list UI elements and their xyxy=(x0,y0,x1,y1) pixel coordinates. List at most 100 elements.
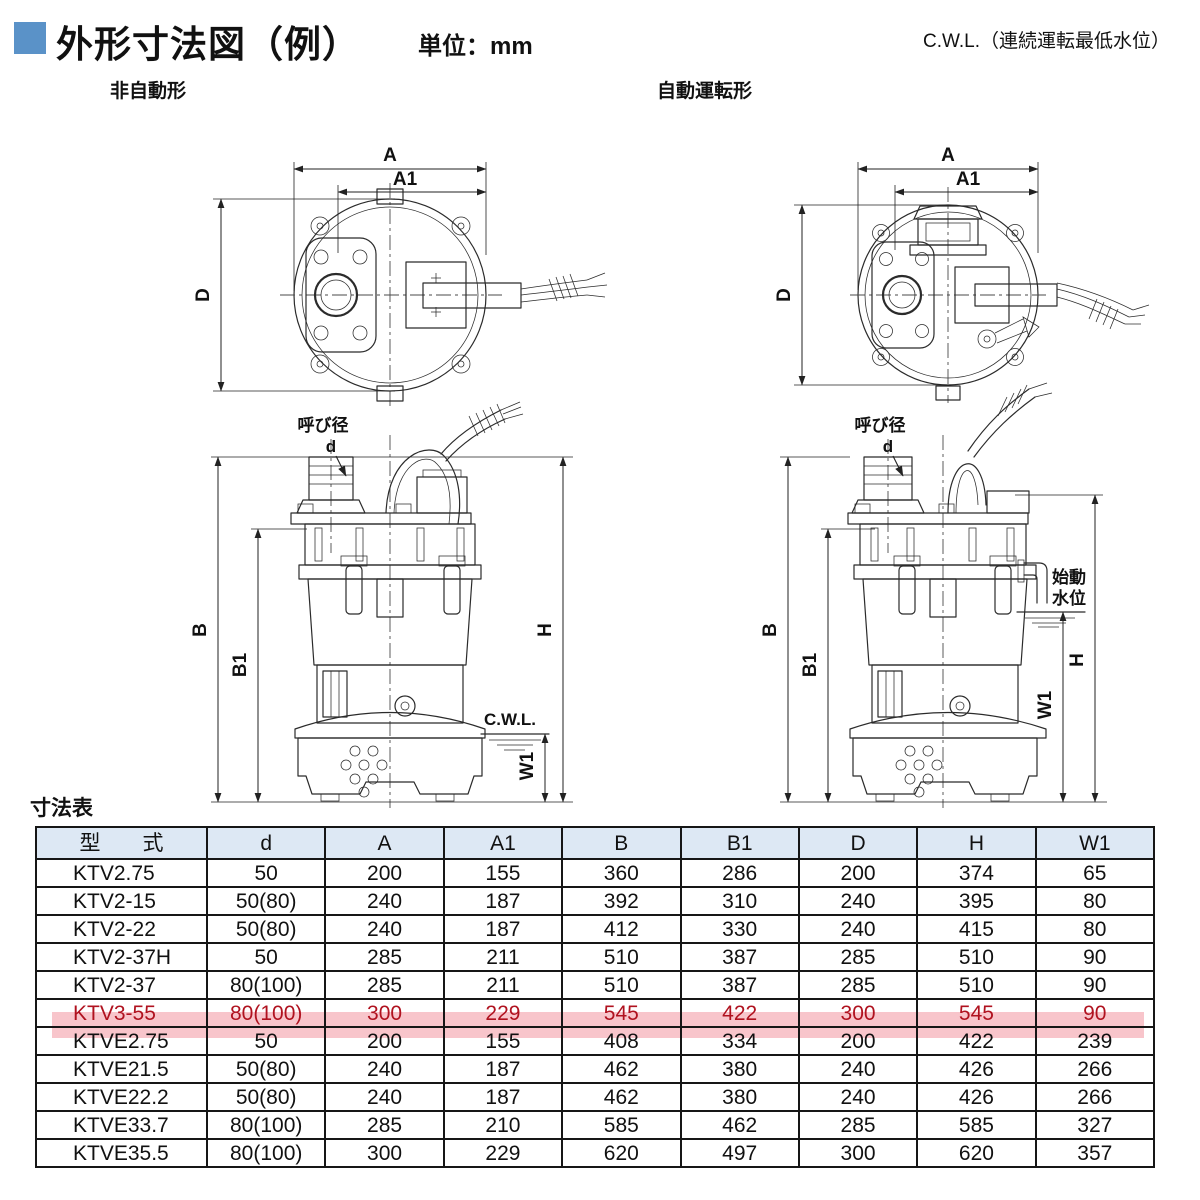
model-cell: KTVE33.7 xyxy=(35,1110,208,1140)
value-cell: 412 xyxy=(561,914,682,944)
value-cell: 229 xyxy=(442,1138,564,1168)
value-cell: 310 xyxy=(679,886,800,916)
value-cell: 155 xyxy=(442,1026,564,1056)
value-cell: 229 xyxy=(442,998,564,1028)
dim-label-h: H xyxy=(535,623,556,637)
bore-label: 呼び径 xyxy=(855,415,906,435)
value-cell: 300 xyxy=(797,998,919,1028)
value-cell: 187 xyxy=(442,1082,564,1112)
value-cell: 422 xyxy=(916,1026,1037,1056)
column-header: W1 xyxy=(1034,826,1156,860)
value-cell: 620 xyxy=(561,1138,682,1168)
start-level-label-1: 始動 xyxy=(1052,567,1086,587)
value-cell: 50 xyxy=(205,1026,327,1056)
value-cell: 360 xyxy=(561,858,682,888)
value-cell: 285 xyxy=(797,970,919,1000)
value-cell: 620 xyxy=(916,1138,1037,1168)
value-cell: 510 xyxy=(916,970,1037,1000)
value-cell: 422 xyxy=(679,998,800,1028)
column-header: D xyxy=(797,826,919,860)
value-cell: 462 xyxy=(679,1110,800,1140)
value-cell: 380 xyxy=(679,1082,800,1112)
dim-label-a1: A1 xyxy=(956,169,981,190)
value-cell: 510 xyxy=(561,970,682,1000)
value-cell: 387 xyxy=(679,942,800,972)
value-cell: 65 xyxy=(1034,858,1156,888)
value-cell: 211 xyxy=(442,970,564,1000)
dim-label-b1: B1 xyxy=(800,652,821,677)
value-cell: 285 xyxy=(797,1110,919,1140)
value-cell: 240 xyxy=(324,914,445,944)
value-cell: 240 xyxy=(324,1082,445,1112)
value-cell: 585 xyxy=(916,1110,1037,1140)
dim-label-h: H xyxy=(1067,653,1088,667)
model-cell: KTVE2.75 xyxy=(35,1026,208,1056)
value-cell: 510 xyxy=(916,942,1037,972)
strainer-holes xyxy=(895,745,943,798)
side-view: 呼び径 d B B1 H C.W.L. W1 xyxy=(190,401,573,808)
bore-dim-label: d xyxy=(326,437,336,456)
top-view: A A1 D xyxy=(193,145,608,407)
dim-label-a1: A1 xyxy=(393,169,418,190)
value-cell: 80 xyxy=(1034,886,1156,916)
dim-label-d: D xyxy=(193,288,214,302)
value-cell: 80 xyxy=(1034,914,1156,944)
dim-label-a: A xyxy=(383,145,397,166)
value-cell: 240 xyxy=(797,914,919,944)
dim-label-a: A xyxy=(941,145,955,166)
value-cell: 187 xyxy=(442,914,564,944)
value-cell: 240 xyxy=(324,886,445,916)
value-cell: 392 xyxy=(561,886,682,916)
value-cell: 327 xyxy=(1034,1110,1156,1140)
model-cell: KTVE22.2 xyxy=(35,1082,208,1112)
value-cell: 285 xyxy=(797,942,919,972)
automatic-label: 自動運転形 xyxy=(657,81,753,102)
column-header: A xyxy=(324,826,445,860)
value-cell: 200 xyxy=(324,1026,445,1056)
value-cell: 187 xyxy=(442,886,564,916)
value-cell: 240 xyxy=(797,1082,919,1112)
value-cell: 426 xyxy=(916,1082,1037,1112)
value-cell: 462 xyxy=(561,1054,682,1084)
value-cell: 187 xyxy=(442,1054,564,1084)
value-cell: 545 xyxy=(561,998,682,1028)
model-cell: KTV2.75 xyxy=(35,858,208,888)
dim-label-b: B xyxy=(760,623,781,637)
value-cell: 387 xyxy=(679,970,800,1000)
value-cell: 80(100) xyxy=(205,1110,327,1140)
value-cell: 211 xyxy=(442,942,564,972)
dim-label-w1: W1 xyxy=(517,751,538,780)
value-cell: 330 xyxy=(679,914,800,944)
value-cell: 80(100) xyxy=(205,970,327,1000)
value-cell: 200 xyxy=(797,858,919,888)
value-cell: 357 xyxy=(1034,1138,1156,1168)
cwl-legend-note: C.W.L.（連続運転最低水位） xyxy=(922,31,1170,52)
value-cell: 285 xyxy=(324,970,445,1000)
column-header: d xyxy=(205,826,327,860)
column-header: 型 式 xyxy=(35,826,208,860)
value-cell: 80(100) xyxy=(205,998,327,1028)
column-header: B1 xyxy=(679,826,800,860)
value-cell: 50(80) xyxy=(205,1054,327,1084)
value-cell: 210 xyxy=(442,1110,564,1140)
dim-label-b: B xyxy=(190,623,211,637)
value-cell: 90 xyxy=(1034,970,1156,1000)
model-cell: KTV3-55 xyxy=(35,998,208,1028)
start-level-label-2: 水位 xyxy=(1052,588,1086,608)
value-cell: 408 xyxy=(561,1026,682,1056)
value-cell: 462 xyxy=(561,1082,682,1112)
model-cell: KTVE35.5 xyxy=(35,1138,208,1168)
value-cell: 50 xyxy=(205,942,327,972)
value-cell: 240 xyxy=(797,886,919,916)
model-cell: KTVE21.5 xyxy=(35,1054,208,1084)
column-header: B xyxy=(561,826,682,860)
